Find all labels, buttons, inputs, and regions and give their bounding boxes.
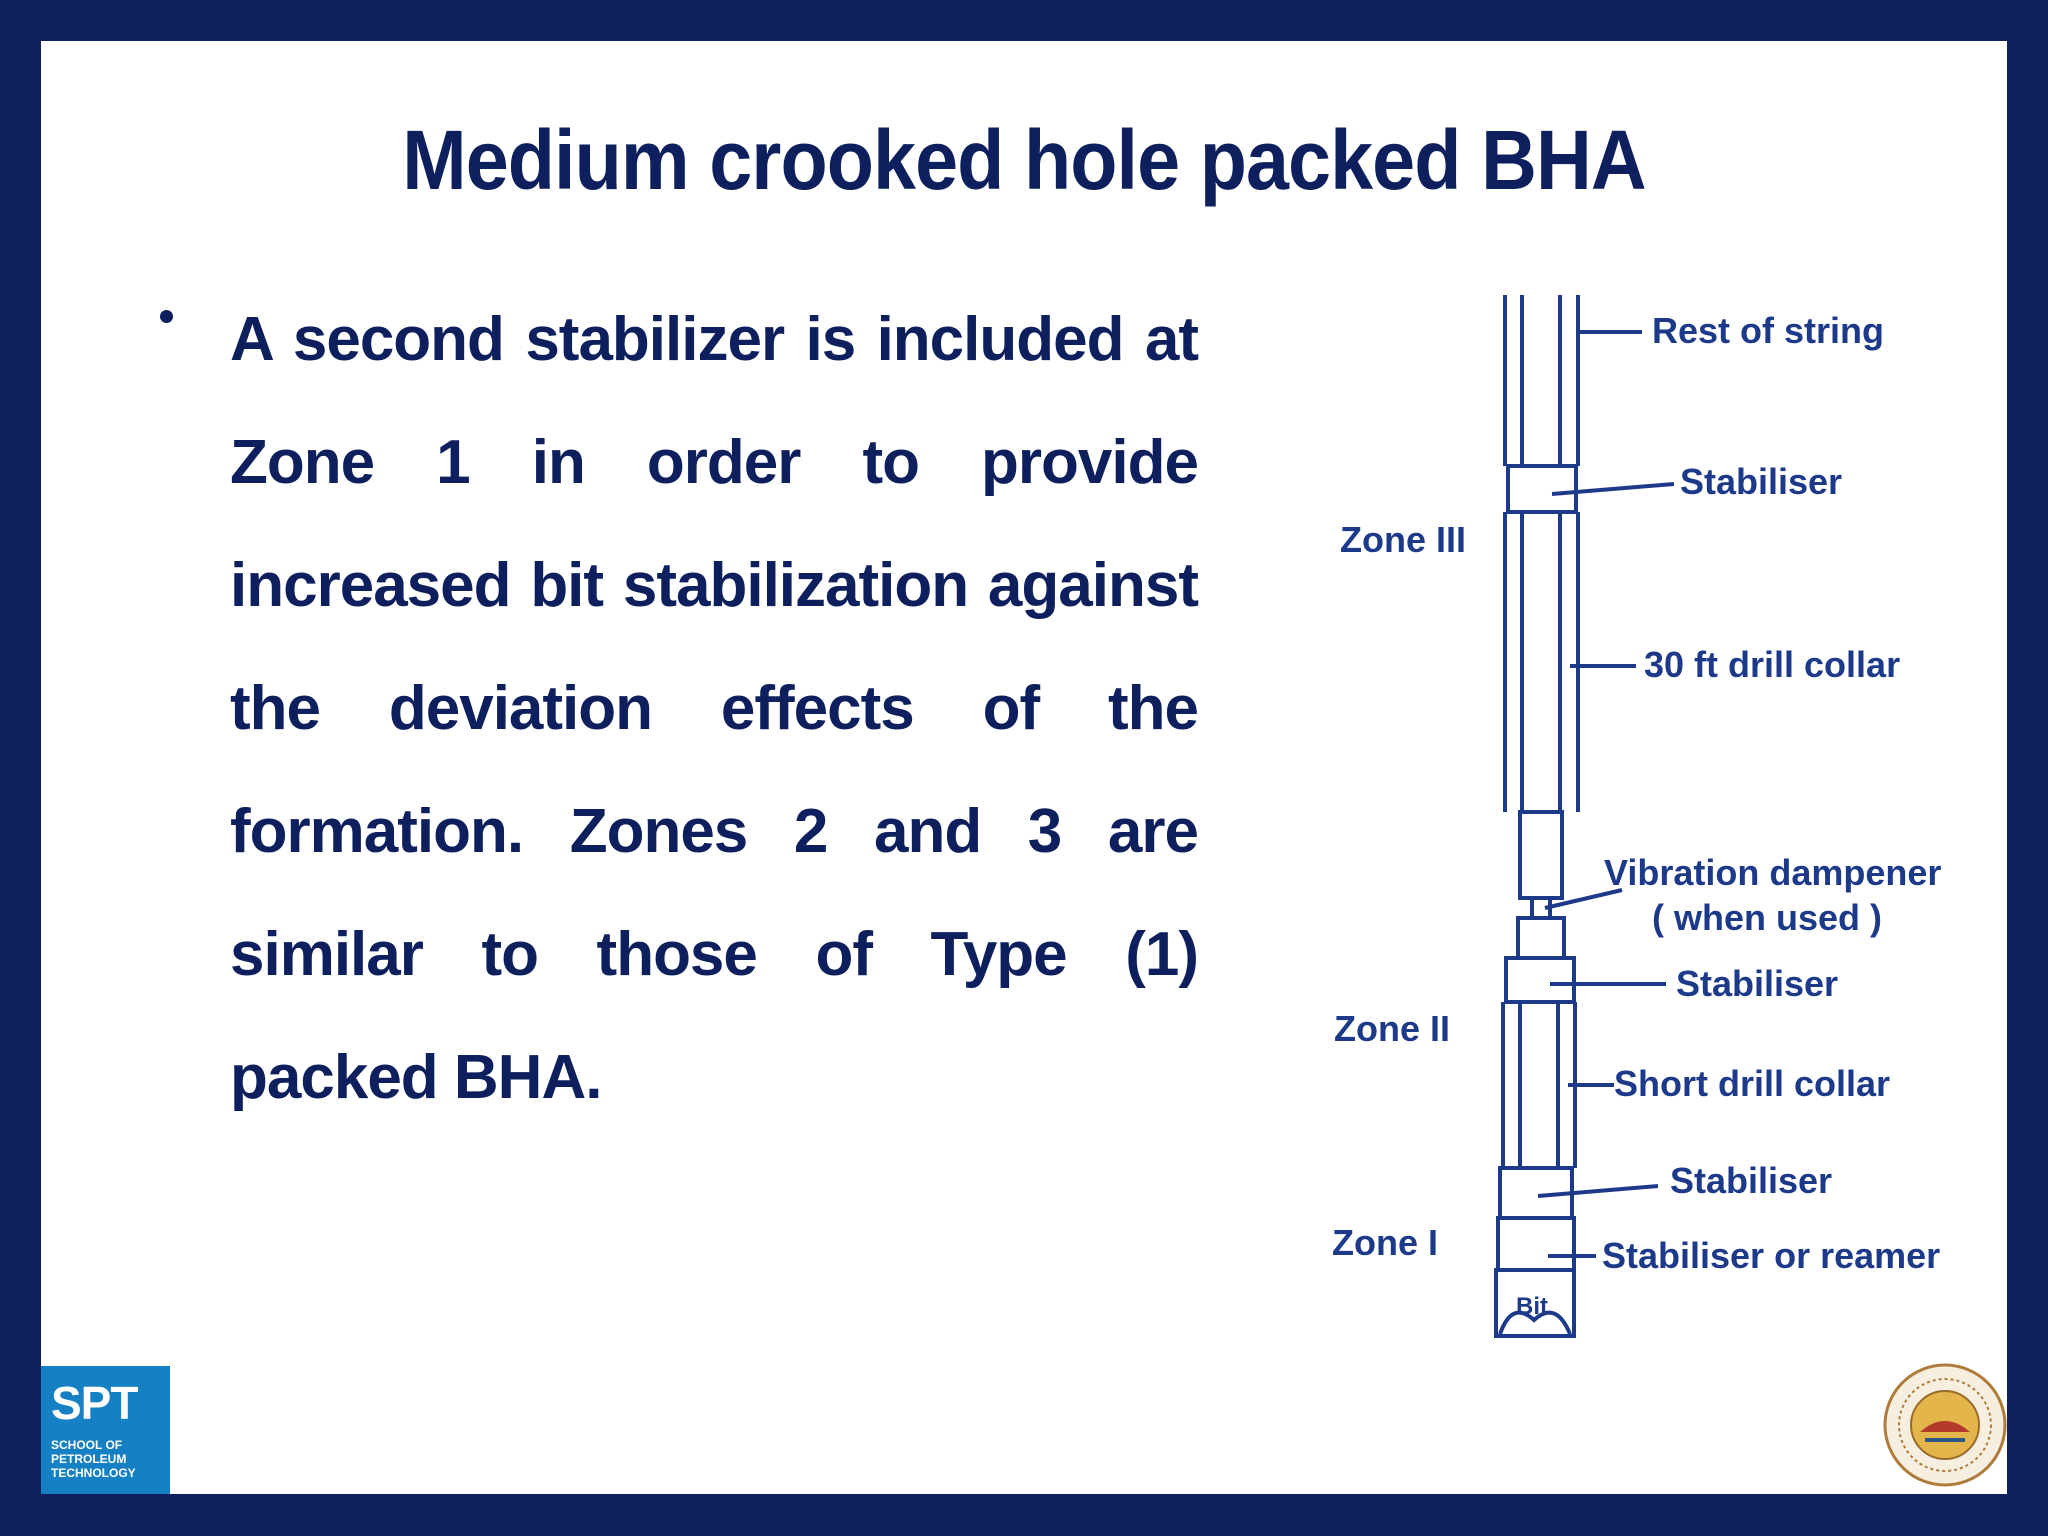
zone-2-label: Zone II (1334, 1008, 1450, 1049)
zone-3-label: Zone III (1340, 519, 1466, 560)
bit-cones (1498, 1310, 1572, 1335)
spt-logo-subtitle: SCHOOL OF PETROLEUM TECHNOLOGY (51, 1438, 136, 1480)
stabiliser-mid-shape (1504, 956, 1576, 1004)
leader-dampener (1544, 888, 1623, 910)
bit-shape (1494, 1268, 1576, 1338)
slide-canvas (41, 41, 2007, 1494)
label-short-drill-collar: Short drill collar (1614, 1063, 1890, 1104)
spt-logo-name: SPT (51, 1377, 138, 1429)
label-stabiliser-low: Stabiliser (1670, 1160, 1832, 1201)
label-stabiliser-mid: Stabiliser (1676, 963, 1838, 1004)
leader-stabiliser-top (1551, 482, 1675, 496)
label-when-used: ( when used ) (1652, 897, 1882, 938)
university-seal-icon (1883, 1363, 2007, 1487)
reamer-shape (1496, 1216, 1576, 1272)
label-rest-of-string: Rest of string (1652, 310, 1884, 351)
dampener-upper-shape (1518, 810, 1564, 900)
dampener-lower-shape (1516, 916, 1566, 960)
bullet-marker (160, 310, 173, 323)
leader-stabiliser-low (1537, 1184, 1659, 1198)
label-vibration-dampener: Vibration dampener (1604, 852, 1941, 893)
zone-1-label: Zone I (1332, 1222, 1438, 1263)
spt-logo: SPT SCHOOL OF PETROLEUM TECHNOLOGY (41, 1366, 170, 1494)
slide-title: Medium crooked hole packed BHA (402, 113, 1646, 207)
label-stabiliser-top: Stabiliser (1680, 461, 1842, 502)
bullet-text: A second stabilizer is included at Zone … (230, 305, 1199, 1112)
stabiliser-top-shape (1506, 464, 1578, 514)
label-stabiliser-or-reamer: Stabiliser or reamer (1602, 1235, 1940, 1276)
label-drill-collar-30ft: 30 ft drill collar (1644, 644, 1900, 685)
label-bit: Bit (1516, 1293, 1548, 1320)
